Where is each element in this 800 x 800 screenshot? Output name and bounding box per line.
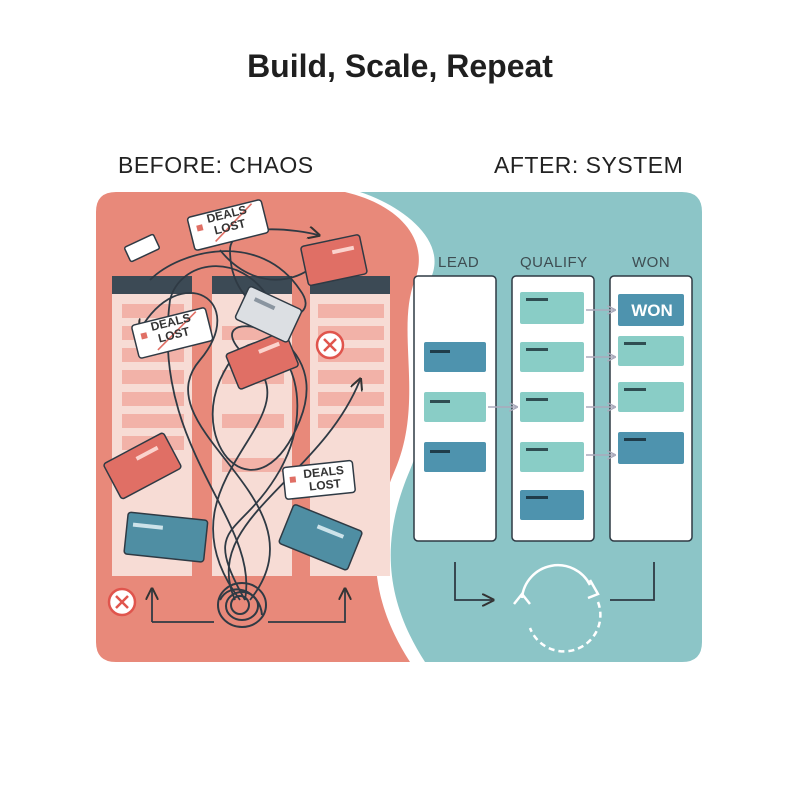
cycle-icon bbox=[513, 563, 602, 653]
after-column-lead bbox=[413, 275, 497, 542]
error-x-icon bbox=[315, 330, 345, 360]
system-loop bbox=[454, 562, 655, 600]
before-label: BEFORE: CHAOS bbox=[118, 152, 314, 178]
column-header-qualify: QUALIFY bbox=[520, 254, 588, 271]
deals-lost-tag-2 bbox=[131, 307, 214, 359]
chaos-card-5 bbox=[123, 511, 209, 563]
after-column-qualify bbox=[511, 275, 595, 542]
deals-lost-tag-3 bbox=[282, 459, 356, 500]
chaos-card-6 bbox=[278, 504, 363, 571]
column-header-lead: LEAD bbox=[438, 254, 480, 271]
chaos-card-7 bbox=[124, 233, 160, 263]
won-badge: WON bbox=[631, 301, 673, 320]
chaos-card-2 bbox=[225, 330, 299, 390]
after-label: AFTER: SYSTEM bbox=[494, 152, 684, 178]
deals-lost-label-3: DEALS LOST bbox=[303, 463, 346, 494]
column-header-won: WON bbox=[632, 254, 671, 271]
tangle-knot bbox=[217, 582, 267, 628]
chaos-card-1 bbox=[300, 234, 368, 287]
error-x-icon bbox=[107, 587, 137, 617]
chaos-card-4 bbox=[103, 432, 182, 500]
page-title: Build, Scale, Repeat bbox=[247, 48, 553, 84]
before-loop-arrows bbox=[152, 590, 345, 623]
chaos-card-3 bbox=[234, 285, 303, 343]
flow-arrows bbox=[488, 310, 614, 455]
deals-lost-tag-1 bbox=[186, 199, 270, 251]
after-column-won bbox=[609, 275, 693, 542]
